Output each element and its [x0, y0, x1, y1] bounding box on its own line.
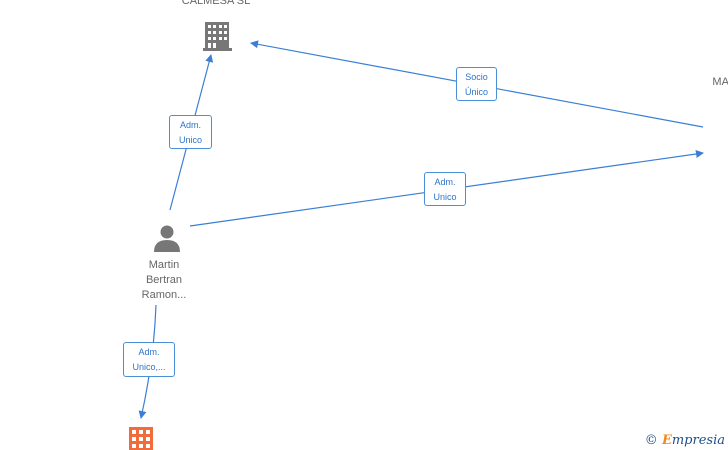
person-icon[interactable]: [154, 225, 180, 253]
person-label-line-2: Bertran: [145, 274, 183, 286]
company-label-mant-line-3: M: [698, 105, 728, 120]
empresia-watermark: © Empresia: [645, 433, 725, 448]
edge-label-line-1: Adm.: [434, 177, 456, 187]
edge-label-line-2: Unico: [433, 192, 457, 202]
copyright-icon: ©: [644, 433, 658, 448]
edge-label-line-2: Unico,...: [132, 362, 166, 372]
building-orange-icon[interactable]: [129, 427, 153, 450]
edge-label-line-1: Socio: [465, 72, 488, 82]
person-label-line-1: Martin: [148, 259, 180, 271]
edge-label-socio-unico[interactable]: Socio Único: [456, 67, 497, 101]
building-icon[interactable]: [203, 22, 232, 51]
brand-initial: E: [661, 433, 672, 448]
edge-label-adm-unico-1[interactable]: Adm. Unico: [169, 115, 212, 149]
brand-name: mpresia: [671, 433, 725, 448]
edge-label-line-1: Adm.: [179, 120, 201, 130]
person-label-line-3: Ramon...: [141, 289, 187, 301]
company-label-mant[interactable]: MANT Y M: [698, 75, 728, 120]
person-label-martin[interactable]: Martin Bertran Ramon...: [129, 258, 199, 303]
edge-label-line-1: Adm.: [138, 347, 160, 357]
edge-label-adm-unico-3[interactable]: Adm. Unico,...: [123, 342, 175, 377]
company-label-calmesa[interactable]: CALMESA SL: [181, 0, 251, 7]
edge-label-line-2: Unico: [178, 135, 202, 145]
company-label-mant-line-2: Y: [698, 90, 728, 105]
edge-label-line-2: Único: [464, 87, 488, 97]
company-label-mant-line-1: MANT: [712, 76, 728, 88]
edge-label-adm-unico-2[interactable]: Adm. Unico: [424, 172, 466, 206]
